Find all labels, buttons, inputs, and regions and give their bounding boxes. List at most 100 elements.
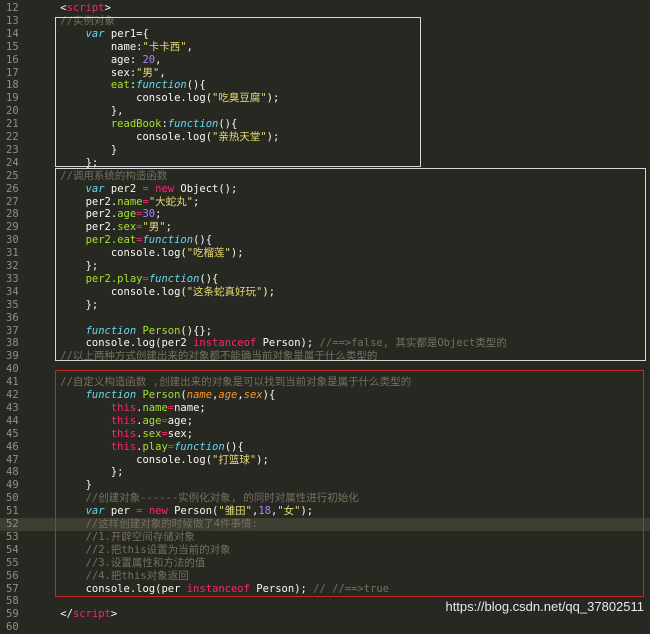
line-number: 24 [6,156,19,169]
code-line[interactable]: 18 eat:function(){ [0,79,650,92]
code-token: > [104,2,111,14]
code-text: name:"卡卡西", [35,41,193,54]
code-token: readBook [110,118,162,131]
code-line[interactable]: 19 console.log("吃臭豆腐"); [0,92,650,105]
code-text: this.name=name; [35,402,206,415]
line-number: 17 [6,66,19,79]
code-text: }; [35,260,99,273]
code-text: //3.设置属性和方法的值 [35,556,206,570]
code-token: 18 [258,505,271,518]
code-line[interactable]: 31 console.log("吃榴莲"); [0,247,650,260]
code-token: //这样创建对象的时候做了4件事情: [35,518,258,530]
code-line[interactable]: 12 <script> [0,2,650,15]
code-line[interactable]: 14 var per1={ [0,28,650,41]
code-token: new [155,182,175,195]
code-line[interactable]: 58 [0,595,650,608]
code-line[interactable]: 34 console.log("这条蛇真好玩"); [0,286,650,299]
code-line[interactable]: 50 //创建对象------实例化对象, 的同时对属性进行初始化 [0,492,650,505]
code-token: name; [174,401,206,414]
code-line[interactable]: 45 this.sex=sex; [0,428,650,441]
code-line[interactable]: 16 age: 20, [0,54,650,67]
code-line[interactable]: 17 sex:"男", [0,67,650,80]
code-line[interactable]: 35 }; [0,299,650,312]
code-line[interactable]: 60 [0,621,650,634]
code-text: }; [35,156,99,170]
line-number: 51 [6,505,19,518]
code-line[interactable]: 43 this.name=name; [0,402,650,415]
code-line[interactable]: 44 this.age=age; [0,415,650,428]
code-line[interactable]: 48 }; [0,466,650,479]
code-line[interactable]: 29 per2.sex="男"; [0,221,650,234]
code-line[interactable]: 47 console.log("打篮球"); [0,454,650,467]
code-token: Person); [256,337,320,350]
code-line[interactable]: 41 //自定义构造函数 ,创建出来的对象是可以找到当前对象是属于什么类型的 [0,376,650,389]
code-line[interactable]: 32 }; [0,260,650,273]
line-number: 45 [6,427,19,440]
code-token: this [110,414,137,427]
code-line[interactable]: 36 [0,312,650,325]
code-token: function [148,272,200,285]
line-number: 26 [6,182,19,195]
code-token: per2. [35,208,118,221]
code-line[interactable]: 52 //这样创建对象的时候做了4件事情: [0,518,650,531]
code-line[interactable]: 21 readBook:function(){ [0,118,650,131]
code-token: } [35,479,92,492]
code-token: ; [165,221,172,234]
code-text: console.log(per instanceof Person); // /… [35,583,389,596]
code-line[interactable]: 20 }, [0,105,650,118]
code-line[interactable]: 24 }; [0,157,650,170]
line-number: 32 [6,260,19,272]
line-number: 50 [6,492,19,505]
code-line[interactable]: 23 } [0,144,650,157]
line-number: 47 [6,453,19,466]
code-line[interactable]: 26 var per2 = new Object(); [0,183,650,196]
code-token: , [271,505,278,518]
code-line[interactable]: 33 per2.play=function(){ [0,273,650,286]
code-line[interactable]: 30 per2.eat=function(){ [0,234,650,247]
code-line[interactable]: 59 </script> [0,608,650,621]
code-line[interactable]: 13 //实例对象 [0,15,650,28]
code-line[interactable]: 38 console.log(per2 instanceof Person); … [0,337,650,350]
code-text: readBook:function(){ [35,118,237,131]
code-token: //2.把this设置为当前的对象 [35,543,231,556]
code-token: function [85,324,137,337]
code-line[interactable]: 22 console.log("亲热天堂"); [0,131,650,144]
code-line[interactable]: 39 //以上两种方式创建出来的对象都不能确当前对象是属于什么类型的 [0,350,650,363]
code-line[interactable]: 53 //1.开辟空间存储对象 [0,531,650,544]
code-token: age: [35,53,143,66]
code-line[interactable]: 54 //2.把this设置为当前的对象 [0,544,650,557]
code-line[interactable]: 49 } [0,479,650,492]
code-token: }; [35,156,99,169]
code-token: "打篮球" [212,453,257,466]
code-line[interactable]: 15 name:"卡卡西", [0,41,650,54]
code-line[interactable]: 37 function Person(){}; [0,325,650,338]
code-line[interactable]: 56 //4.把this对象返回 [0,570,650,583]
code-line[interactable]: 40 [0,363,650,376]
code-line[interactable]: 57 console.log(per instanceof Person); /… [0,583,650,596]
code-line[interactable]: 25 //调用系统的构造函数 [0,170,650,183]
code-line[interactable]: 28 per2.age=30; [0,208,650,221]
code-token: name [142,401,168,414]
code-token: per2.eat [85,234,137,247]
code-token [35,325,86,337]
line-number: 57 [6,582,19,595]
code-token: //创建对象------实例化对象, 的同时对属性进行初始化 [35,492,359,505]
code-line[interactable]: 51 var per = new Person("雏田",18,"女"); [0,505,650,518]
code-line[interactable]: 55 //3.设置属性和方法的值 [0,557,650,570]
code-line[interactable]: 42 function Person(name,age,sex){ [0,389,650,402]
line-number: 29 [6,221,19,234]
code-token: age [117,208,137,221]
code-line[interactable]: 46 this.play=function(){ [0,441,650,454]
code-token: //3.设置属性和方法的值 [35,556,206,569]
code-line[interactable]: 27 per2.name="大蛇丸"; [0,196,650,209]
code-token: 20 [142,53,156,66]
code-token: ){ [262,389,276,401]
code-token: sex; [167,427,194,440]
line-number: 27 [6,195,19,208]
code-text: }; [35,299,99,312]
line-number: 54 [6,543,19,556]
line-number: 30 [6,234,19,247]
line-number: 18 [6,79,19,92]
code-token: per [104,505,137,518]
